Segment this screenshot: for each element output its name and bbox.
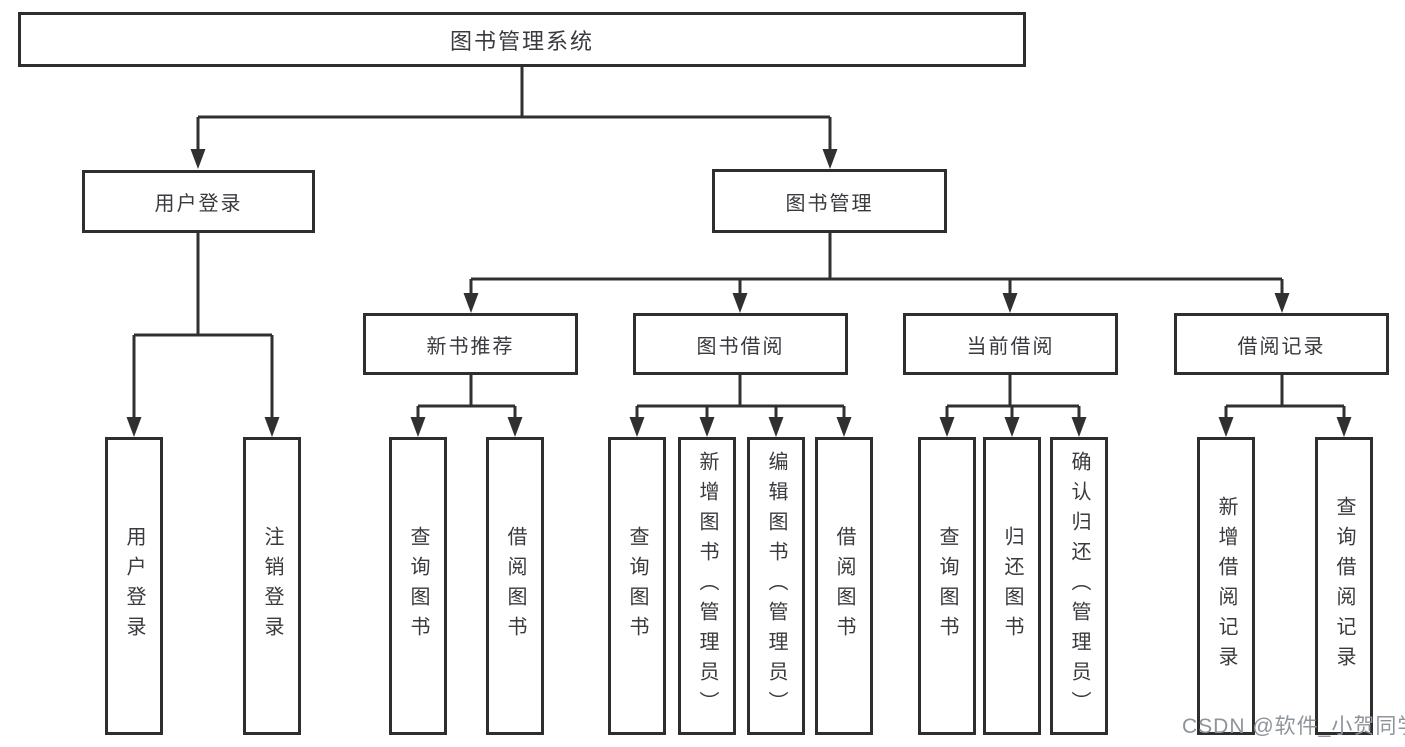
leaf-add-borrow-record: 新增借阅记录	[1197, 437, 1255, 735]
leaf-edit-books-admin-label: 编辑图书（管理员）	[765, 451, 787, 721]
connector-root-to-level2	[190, 67, 838, 169]
leaf-confirm-return-admin: 确认归还（管理员）	[1050, 437, 1108, 735]
node-borrow-records: 借阅记录	[1174, 313, 1389, 375]
connector-records-to-leaves	[1218, 375, 1352, 437]
node-current-borrow: 当前借阅	[903, 313, 1118, 375]
node-new-book-recommend-label: 新书推荐	[426, 335, 515, 358]
csdn-watermark: CSDN @软件_小贺同学	[1182, 715, 1405, 738]
node-book-management-label: 图书管理	[785, 192, 874, 215]
leaf-add-books-admin-label: 新增图书（管理员）	[696, 451, 718, 721]
connector-login-to-leaves	[126, 233, 280, 437]
leaf-return-books-label: 归还图书	[1001, 526, 1023, 646]
leaf-recommend-borrow-books: 借阅图书	[486, 437, 544, 735]
node-new-book-recommend: 新书推荐	[363, 313, 578, 375]
connector-management-to-level3	[463, 233, 1290, 313]
leaf-borrow-query-books: 查询图书	[608, 437, 666, 735]
connector-recommend-to-leaves	[410, 375, 523, 437]
leaf-user-login: 用户登录	[105, 437, 163, 735]
leaf-add-borrow-record-label: 新增借阅记录	[1215, 496, 1237, 676]
leaf-recommend-query-books-label: 查询图书	[407, 526, 429, 646]
node-user-login-label: 用户登录	[154, 193, 243, 215]
leaf-borrow-books-label: 借阅图书	[833, 526, 855, 646]
node-current-borrow-label: 当前借阅	[966, 335, 1055, 358]
node-user-login: 用户登录	[82, 170, 315, 233]
leaf-user-login-label: 用户登录	[123, 526, 145, 646]
node-root-system: 图书管理系统	[18, 12, 1026, 67]
leaf-return-books: 归还图书	[983, 437, 1041, 735]
leaf-current-query-books: 查询图书	[918, 437, 976, 735]
leaf-borrow-query-books-label: 查询图书	[626, 526, 648, 646]
node-borrow-records-label: 借阅记录	[1237, 335, 1326, 358]
leaf-current-query-books-label: 查询图书	[936, 526, 958, 646]
node-book-borrow: 图书借阅	[633, 313, 848, 375]
leaf-borrow-books: 借阅图书	[815, 437, 873, 735]
leaf-logout-label: 注销登录	[261, 526, 283, 646]
leaf-query-borrow-record-label: 查询借阅记录	[1333, 496, 1355, 676]
leaf-recommend-borrow-books-label: 借阅图书	[504, 526, 526, 646]
leaf-confirm-return-admin-label: 确认归还（管理员）	[1068, 451, 1090, 721]
leaf-add-books-admin: 新增图书（管理员）	[678, 437, 736, 735]
connector-borrow-to-leaves	[629, 375, 852, 437]
leaf-logout: 注销登录	[243, 437, 301, 735]
leaf-edit-books-admin: 编辑图书（管理员）	[747, 437, 805, 735]
connector-current-to-leaves	[939, 375, 1087, 437]
leaf-recommend-query-books: 查询图书	[389, 437, 447, 735]
node-book-borrow-label: 图书借阅	[696, 335, 785, 358]
leaf-query-borrow-record: 查询借阅记录	[1315, 437, 1373, 735]
node-root-system-label: 图书管理系统	[449, 28, 594, 54]
node-book-management: 图书管理	[712, 169, 947, 233]
